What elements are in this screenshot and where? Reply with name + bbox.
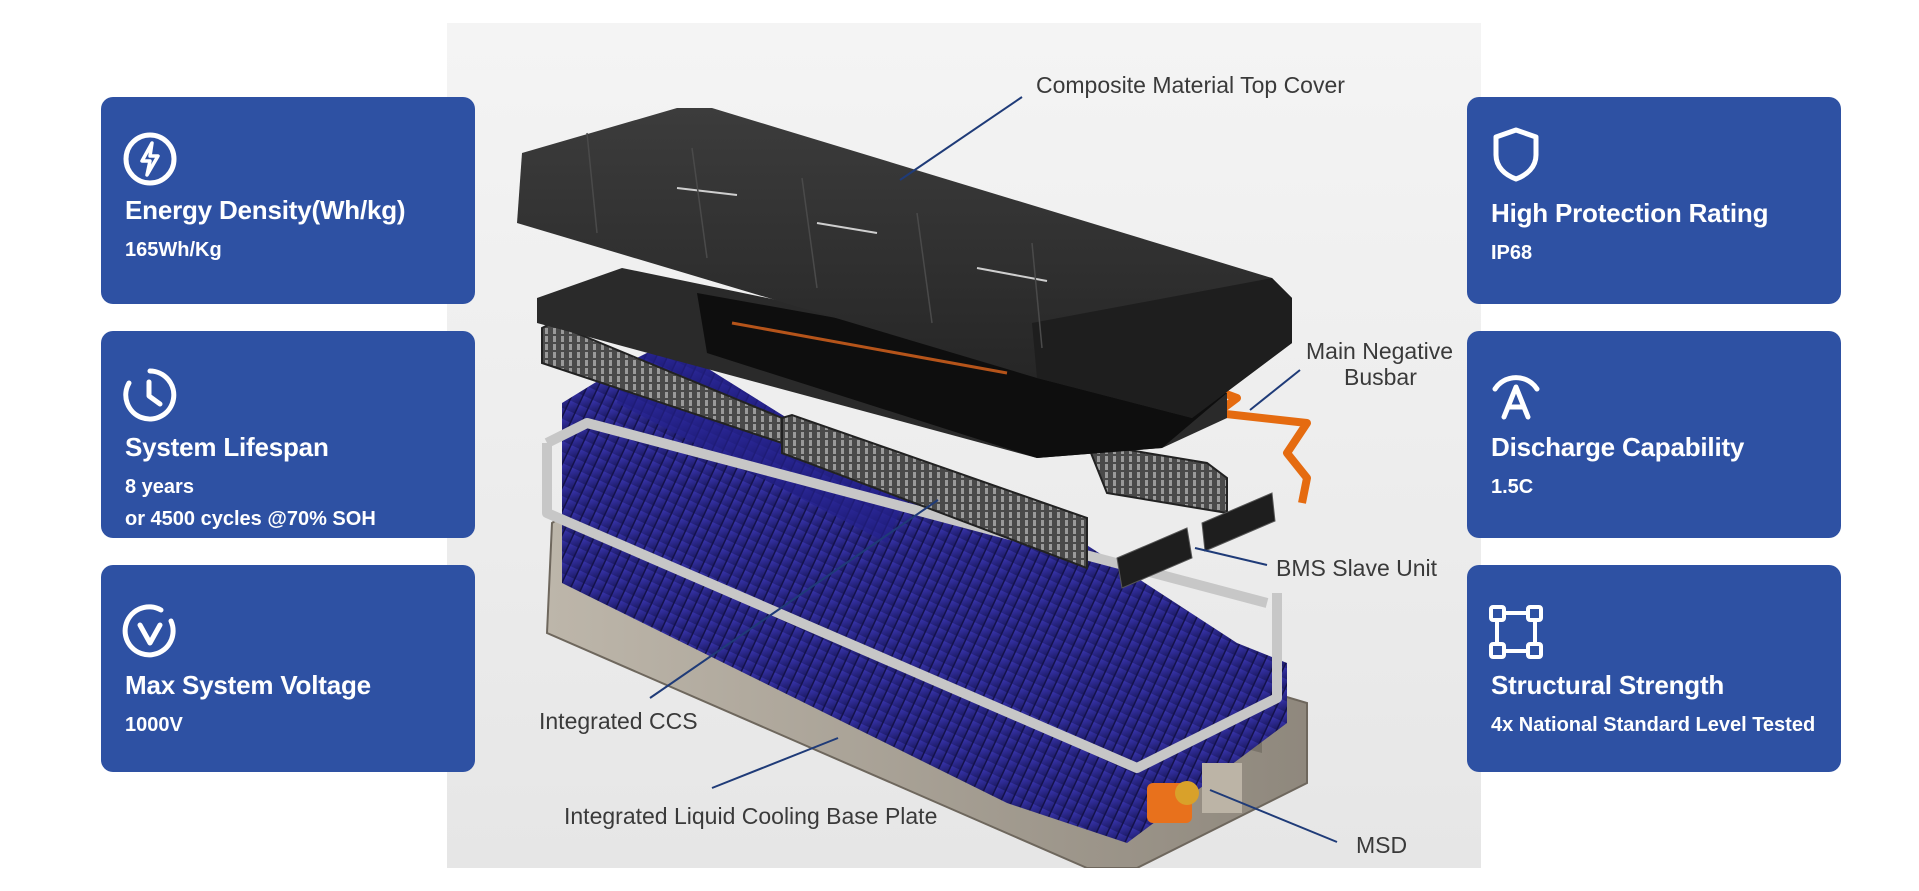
- spec-card-system-lifespan: System Lifespan 8 years or 4500 cycles @…: [101, 331, 475, 538]
- spec-card-energy-density: Energy Density(Wh/kg) 165Wh/Kg: [101, 97, 475, 304]
- callout-busbar-line1: Main Negative: [1306, 338, 1454, 364]
- card-title: High Protection Rating: [1491, 198, 1769, 228]
- callout-ccs: Integrated CCS: [539, 708, 698, 734]
- spec-card-discharge: Discharge Capability 1.5C: [1467, 331, 1841, 538]
- card-title: Structural Strength: [1491, 670, 1725, 700]
- battery-pack-illustration: [517, 108, 1311, 868]
- callout-msd: MSD: [1356, 832, 1408, 858]
- card-title: System Lifespan: [125, 432, 329, 462]
- battery-pack-exploded-view: [447, 23, 1481, 868]
- clock-icon: [123, 368, 177, 422]
- structure-frame-icon: [1489, 605, 1543, 659]
- insulation-sheet: [537, 268, 1227, 458]
- spec-card-protection-rating: High Protection Rating IP68: [1467, 97, 1841, 304]
- ccs-board: [541, 321, 1228, 570]
- spec-card-max-voltage: Max System Voltage 1000V: [101, 565, 475, 772]
- callout-cooling: Integrated Liquid Cooling Base Plate: [564, 803, 938, 829]
- card-title: Discharge Capability: [1491, 432, 1745, 462]
- negative-busbar: [1140, 359, 1311, 504]
- card-value: IP68: [1491, 242, 1533, 264]
- top-cover: [517, 108, 1292, 418]
- card-value: 4x National Standard Level Tested: [1491, 714, 1816, 736]
- ampere-gauge-icon: [1492, 375, 1540, 420]
- checkmark-circle-icon: [122, 604, 176, 658]
- card-value: 8 years: [125, 476, 194, 498]
- card-value: 1000V: [125, 714, 183, 736]
- spec-card-structural-strength: Structural Strength 4x National Standard…: [1467, 565, 1841, 772]
- callout-top-cover: Composite Material Top Cover: [1036, 72, 1345, 98]
- bms-units: [1116, 492, 1276, 589]
- card-value-secondary: or 4500 cycles @70% SOH: [125, 508, 376, 530]
- card-value: 1.5C: [1491, 476, 1534, 498]
- shield-icon: [1493, 127, 1539, 182]
- card-title: Max System Voltage: [125, 670, 371, 700]
- callout-busbar-line2: Busbar: [1344, 364, 1417, 390]
- callout-bms: BMS Slave Unit: [1276, 555, 1438, 581]
- card-title: Energy Density(Wh/kg): [125, 195, 406, 225]
- card-value: 165Wh/Kg: [125, 239, 222, 261]
- lightning-circle-icon: [123, 132, 177, 186]
